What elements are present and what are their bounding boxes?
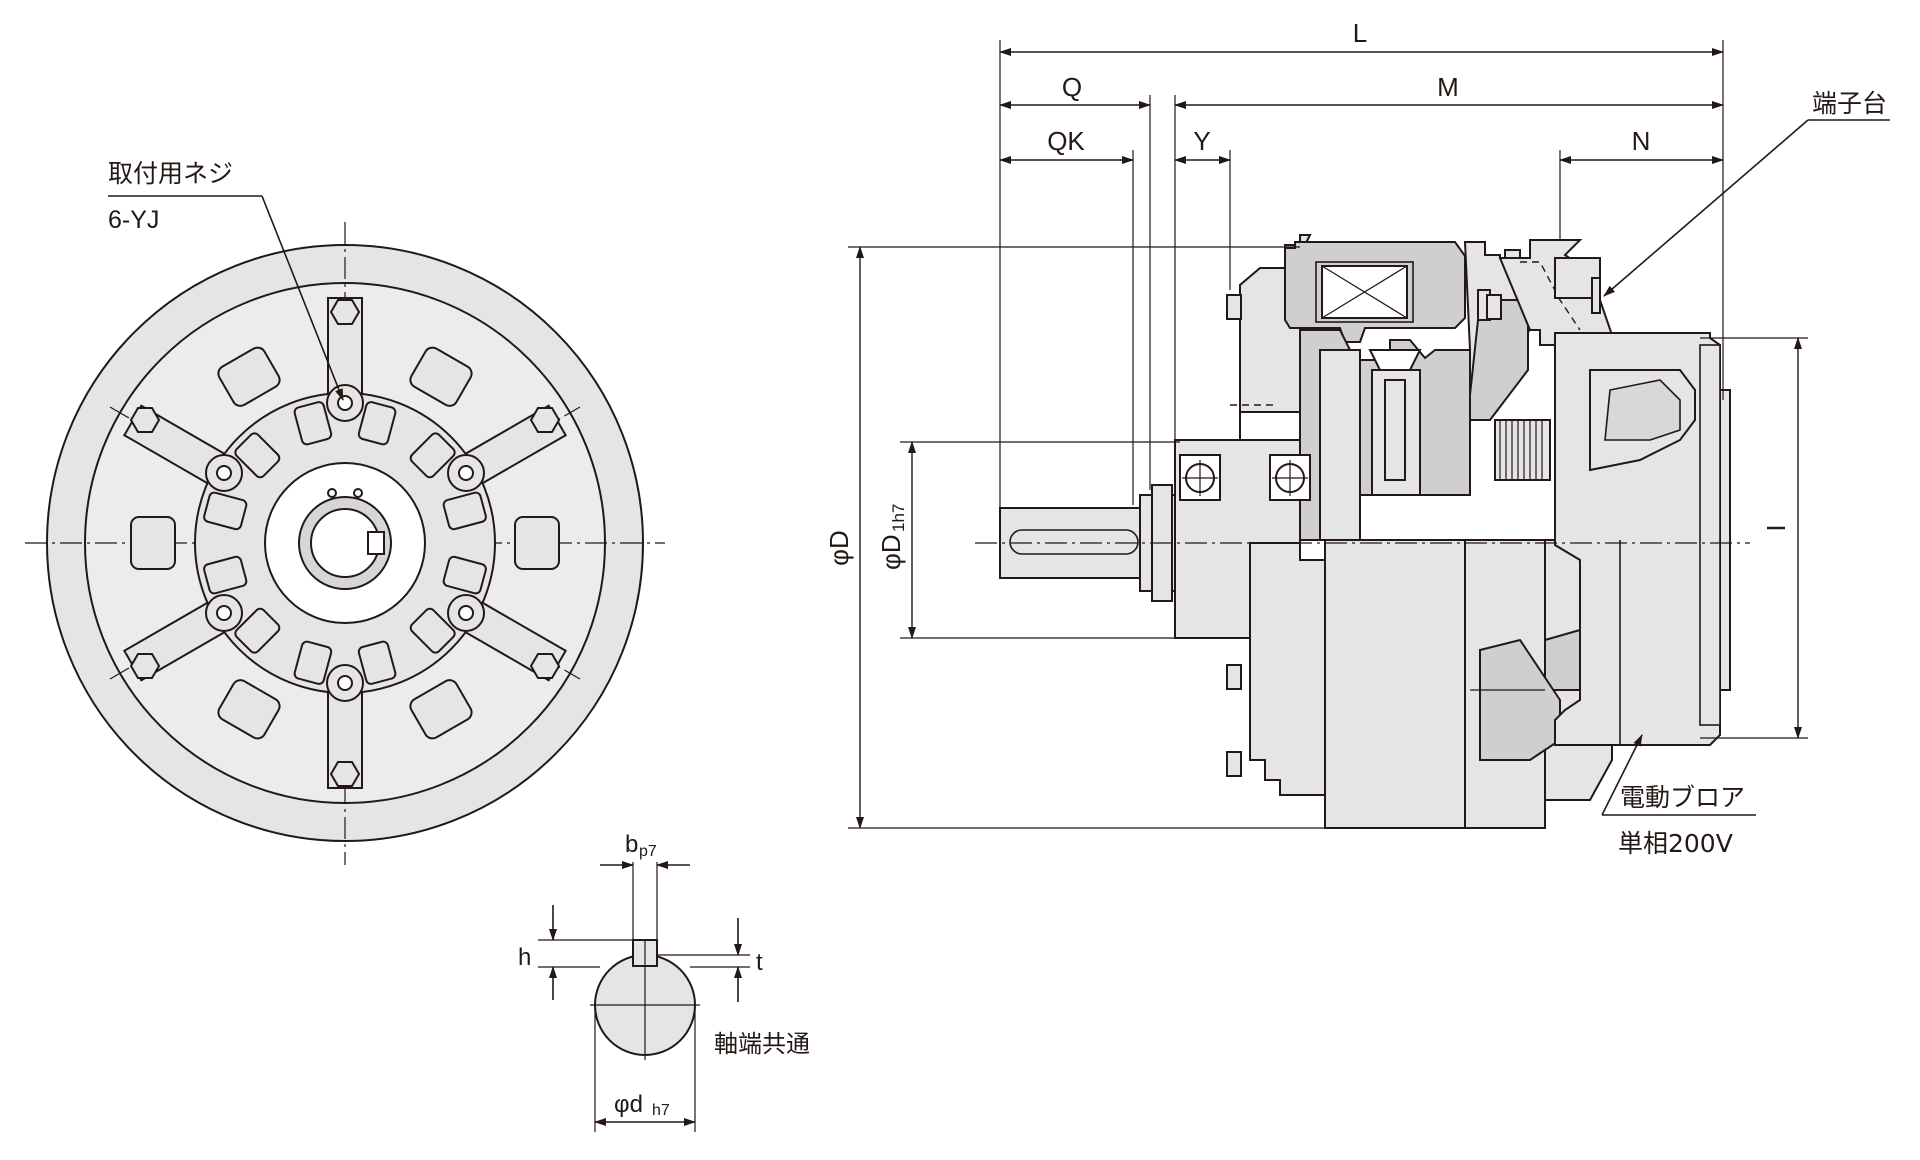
side-shaft-keyway — [1009, 529, 1139, 555]
terminal-callout: 端子台 — [1603, 89, 1890, 297]
shaft-end-detail: b p7 h t φd h7 軸端共通 — [518, 831, 810, 1132]
dim-label-L: L — [1353, 18, 1367, 48]
dim-label-t: t — [756, 949, 763, 976]
dim-label-I: I — [1761, 524, 1791, 531]
blower-callout: 電動ブロア 単相200V — [1601, 734, 1756, 858]
side-bolts — [1226, 294, 1502, 777]
side-fins — [1494, 419, 1551, 481]
side-main-disc — [1324, 539, 1466, 829]
shaft-note: 軸端共通 — [714, 1030, 810, 1058]
blower-label: 電動ブロア — [1620, 783, 1745, 812]
side-view — [975, 234, 1750, 829]
front-inner-fins — [203, 401, 487, 685]
callout-title: 取付用ネジ — [108, 159, 233, 188]
dim-label-h: h — [518, 944, 531, 971]
front-view — [25, 222, 665, 865]
dim-label-b-sub: p7 — [639, 843, 657, 860]
mounting-screw-callout: 取付用ネジ 6-YJ — [108, 159, 344, 401]
dim-label-D: φD — [824, 530, 854, 566]
dim-label-D1-sub: 1h7 — [889, 504, 908, 532]
side-lower-housing — [1249, 542, 1326, 796]
dim-label-QK: QK — [1047, 126, 1085, 156]
terminal-label: 端子台 — [1812, 89, 1887, 118]
blower-spec: 単相200V — [1618, 829, 1733, 858]
front-hex-bolts — [129, 299, 561, 787]
dim-label-Q: Q — [1062, 72, 1082, 102]
dim-label-Y: Y — [1193, 126, 1210, 156]
front-keyway — [367, 531, 385, 555]
callout-spec: 6-YJ — [108, 206, 159, 234]
side-bearings — [1179, 454, 1311, 501]
dim-label-D1: φD — [876, 534, 906, 570]
dim-label-d-sub: h7 — [652, 1102, 670, 1119]
front-hub-lobes — [205, 384, 485, 702]
dim-label-N: N — [1632, 126, 1651, 156]
dim-label-d: φd — [614, 1091, 643, 1118]
dim-label-b: b — [625, 831, 638, 858]
front-outer-windows — [130, 346, 560, 740]
dim-label-M: M — [1437, 72, 1459, 102]
side-dimensions: L Q M QK Y N φD φD 1h7 I — [824, 18, 1808, 829]
